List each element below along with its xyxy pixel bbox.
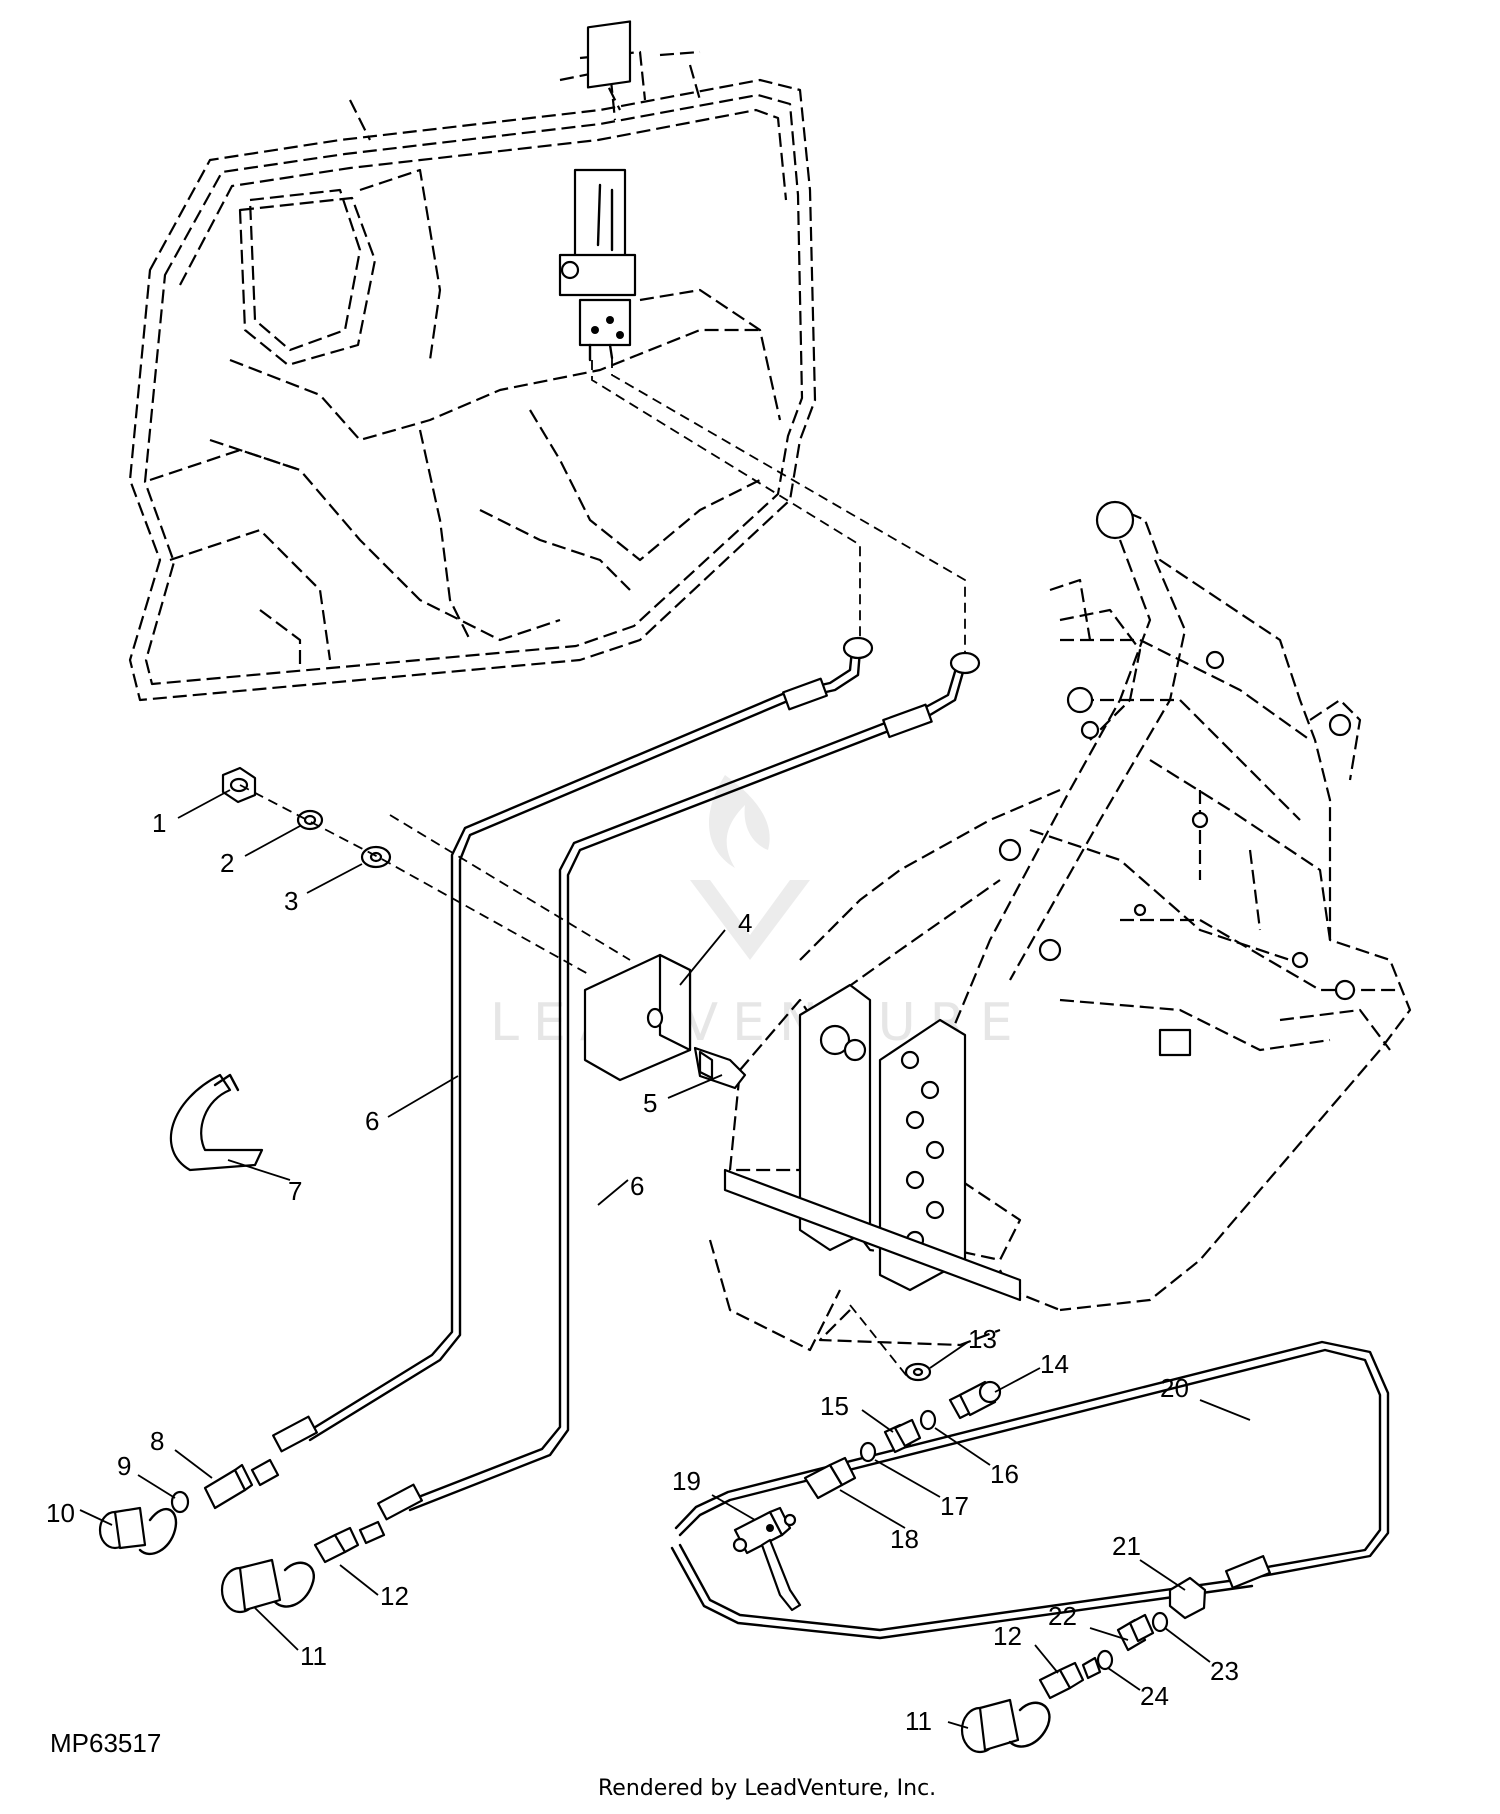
callout-18: 18	[890, 1524, 919, 1554]
part-15-adapter	[883, 1418, 922, 1454]
callout-19: 19	[672, 1466, 701, 1496]
fastener-axis-line	[239, 784, 591, 976]
part-10-dust-cap	[98, 1506, 178, 1556]
callout-7: 7	[288, 1176, 302, 1206]
callout-17: 17	[940, 1491, 969, 1521]
callout-10: 10	[46, 1498, 75, 1528]
callout-20: 20	[1160, 1373, 1189, 1403]
callout-6-right: 6	[630, 1171, 644, 1201]
callout-11-lower: 11	[905, 1706, 932, 1736]
part-3-washer	[360, 845, 392, 869]
part-12-coupler-lower	[1038, 1656, 1102, 1700]
callout-16: 16	[990, 1459, 1019, 1489]
part-11-dust-cap-lower	[960, 1698, 1051, 1754]
callout-15: 15	[820, 1391, 849, 1421]
watermark: LEADVENTURE	[490, 775, 1013, 1053]
part-19-selector-valve	[732, 1506, 802, 1612]
part-5-bolt	[693, 1046, 747, 1090]
part-16-o-ring	[919, 1409, 937, 1431]
callout-6-left: 6	[365, 1106, 379, 1136]
part-8-coupler	[203, 1415, 318, 1510]
callout-12-lower: 12	[993, 1621, 1022, 1651]
callout-4: 4	[738, 908, 752, 938]
callout-23: 23	[1210, 1656, 1239, 1686]
callout-12-upper: 12	[380, 1581, 409, 1611]
part-14-tee-fitting	[948, 1380, 1002, 1420]
part-11-dust-cap-upper	[220, 1558, 315, 1614]
part-21-nut	[1168, 1555, 1272, 1620]
part-18-nut-fitting	[803, 1456, 857, 1500]
callout-13: 13	[968, 1324, 997, 1354]
part-17-o-ring	[859, 1441, 877, 1463]
part-22-adapter	[1116, 1613, 1155, 1652]
part-9-o-ring	[170, 1490, 190, 1514]
diagram-code: MP63517	[50, 1728, 161, 1758]
frame-fittings	[998, 500, 1356, 1057]
callout-14: 14	[1040, 1349, 1069, 1379]
callout-21: 21	[1112, 1531, 1141, 1561]
callout-24: 24	[1140, 1681, 1169, 1711]
mount-bracket-plates	[723, 983, 1022, 1302]
callout-3: 3	[284, 886, 298, 916]
part-7-strap	[169, 1073, 264, 1172]
part-13-washer	[904, 1362, 932, 1382]
cab-frame	[128, 50, 817, 702]
hydraulic-tubes	[302, 636, 1390, 1640]
part-1-nut	[221, 766, 257, 804]
callout-5: 5	[643, 1088, 657, 1118]
valve-routing-lines	[389, 358, 966, 961]
callout-11-upper: 11	[300, 1641, 327, 1671]
callout-9: 9	[117, 1451, 131, 1481]
part-12-coupler-upper	[313, 1483, 423, 1564]
callout-1: 1	[152, 808, 166, 838]
render-credit: Rendered by LeadVenture, Inc.	[598, 1776, 936, 1801]
callout-labels: 1 2 3 4 5 6 6 7 8 9 10 11 11 12 12 13 14…	[46, 808, 1239, 1736]
leader-lines	[79, 789, 1251, 1729]
callout-2: 2	[220, 848, 234, 878]
part-23-o-ring	[1151, 1611, 1169, 1633]
callout-22: 22	[1048, 1601, 1077, 1631]
part-24-o-ring	[1096, 1649, 1114, 1671]
loader-mount-frame	[708, 503, 1412, 1381]
part-4-bracket	[583, 953, 692, 1082]
callout-8: 8	[150, 1426, 164, 1456]
loader-control-valve	[558, 20, 637, 362]
